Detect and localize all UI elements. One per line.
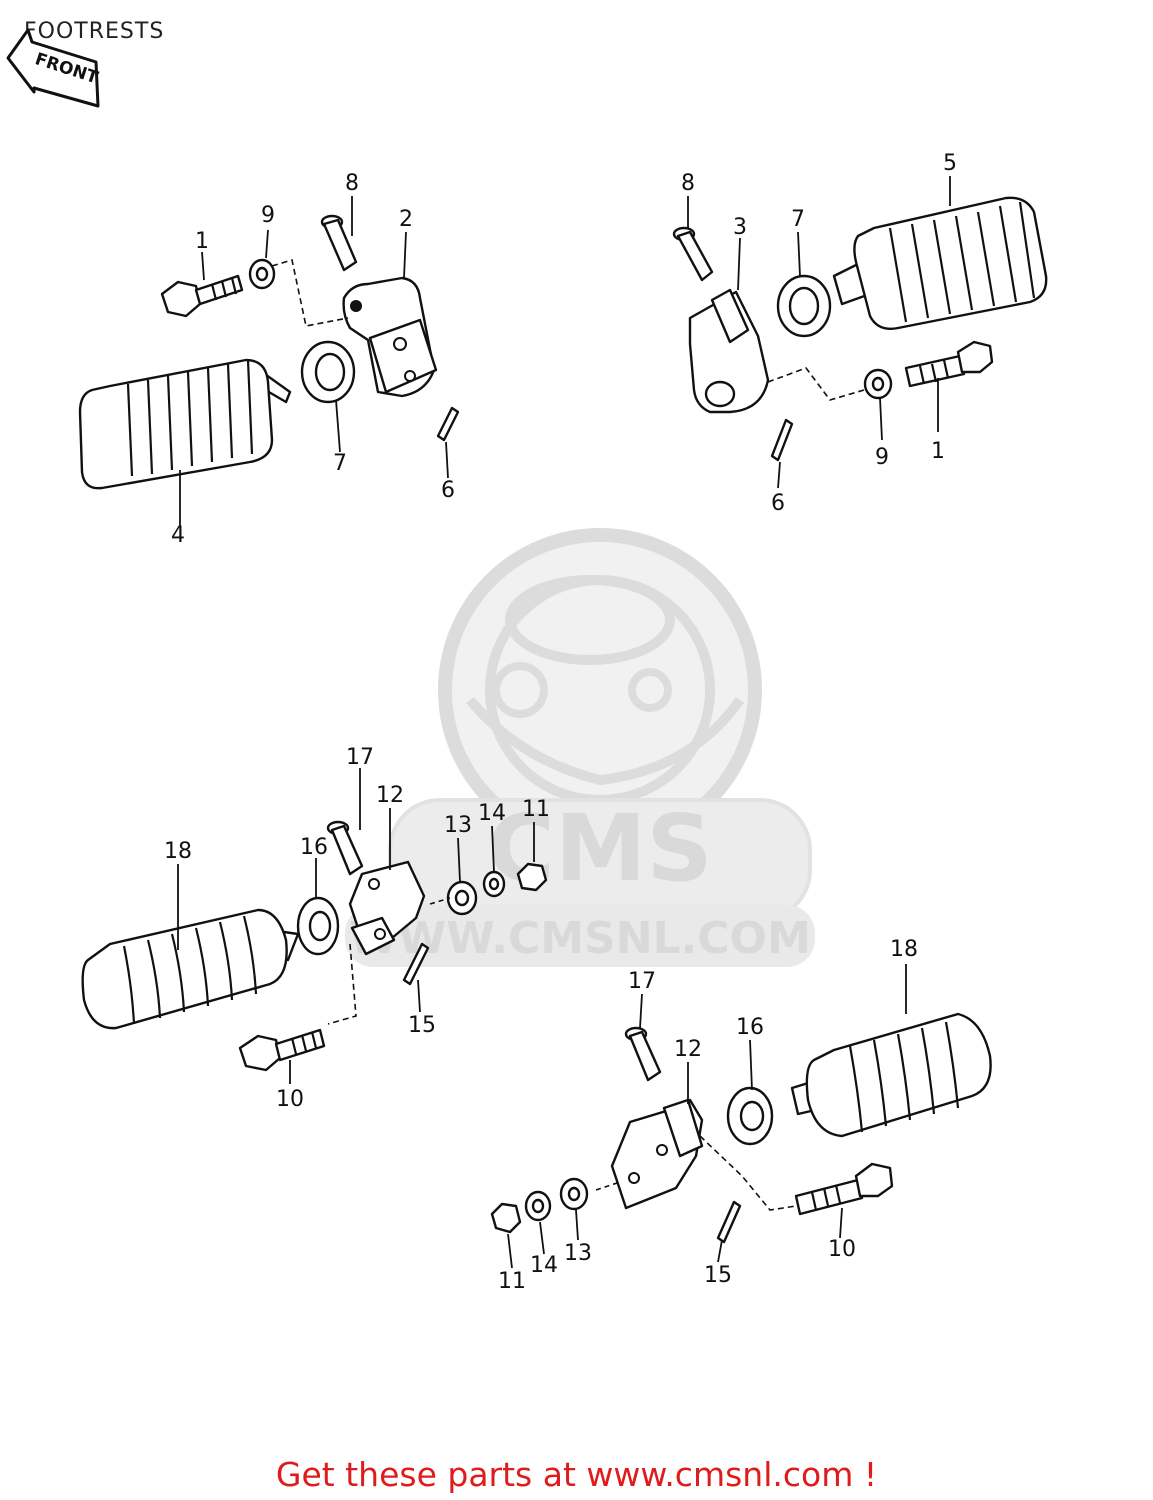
callout-number-11: 11 xyxy=(498,1269,526,1294)
footpeg-rubber-4 xyxy=(78,358,292,490)
callout-number-13: 13 xyxy=(444,813,472,838)
bracket-3 xyxy=(688,288,770,414)
footpeg-rubber-18-right xyxy=(790,1012,992,1138)
pin-8 xyxy=(320,214,358,272)
bracket-2 xyxy=(342,276,438,398)
callout-number-12: 12 xyxy=(376,783,404,808)
callout-number-7: 7 xyxy=(791,207,805,232)
bracket-12-right xyxy=(610,1098,704,1210)
bolt-1-right xyxy=(904,340,994,388)
upper-right-footrest-assembly: 8 3 7 5 9 1 6 xyxy=(672,151,1048,516)
callout-number-3: 3 xyxy=(733,215,747,240)
cotter-pin-6 xyxy=(436,406,460,442)
cotter-pin-6-right xyxy=(770,418,794,462)
callout-number-8: 8 xyxy=(345,171,359,196)
callout-number-17: 17 xyxy=(628,969,656,994)
lower-right-footrest-assembly: 17 12 18 16 11 14 13 15 10 xyxy=(490,937,992,1294)
callout-number-6: 6 xyxy=(441,478,455,503)
cotter-pin-15 xyxy=(402,942,430,986)
footer-cta[interactable]: Get these parts at www.cmsnl.com ! xyxy=(275,1455,878,1494)
callout-number-18: 18 xyxy=(890,937,918,962)
diagram-title: FOOTRESTS xyxy=(24,19,164,44)
callout-number-14: 14 xyxy=(478,801,506,826)
callout-number-14: 14 xyxy=(530,1253,558,1278)
callout-number-11: 11 xyxy=(522,797,550,822)
footpeg-rubber-5 xyxy=(832,196,1048,330)
callout-number-15: 15 xyxy=(408,1013,436,1038)
bracket-12 xyxy=(348,860,426,956)
pin-8-right xyxy=(672,226,714,282)
callout-number-1: 1 xyxy=(195,229,209,254)
cmsnl-watermark-logo: CMS WWW.CMSNL.COM xyxy=(345,528,815,967)
nut-11 xyxy=(516,862,548,892)
callout-number-16: 16 xyxy=(300,835,328,860)
callout-number-5: 5 xyxy=(943,151,957,176)
pin-17-right xyxy=(624,1026,662,1082)
callout-number-10: 10 xyxy=(828,1237,856,1262)
pin-17 xyxy=(326,820,364,876)
callout-number-8: 8 xyxy=(681,171,695,196)
callout-number-12: 12 xyxy=(674,1037,702,1062)
bolt-10 xyxy=(238,1028,326,1072)
callout-number-18: 18 xyxy=(164,839,192,864)
lower-left-footrest-assembly: 17 12 13 14 11 18 16 15 10 xyxy=(81,745,550,1112)
callout-number-9: 9 xyxy=(875,445,889,470)
callout-number-2: 2 xyxy=(399,207,413,232)
watermark-url: WWW.CMSNL.COM xyxy=(349,913,811,964)
callout-number-9: 9 xyxy=(261,203,275,228)
callout-number-17: 17 xyxy=(346,745,374,770)
upper-left-footrest-assembly: 1 9 8 2 7 4 6 xyxy=(78,171,460,548)
callout-number-10: 10 xyxy=(276,1087,304,1112)
footpeg-rubber-18 xyxy=(81,908,300,1030)
callout-number-1: 1 xyxy=(931,439,945,464)
callout-number-6: 6 xyxy=(771,491,785,516)
nut-11-right xyxy=(490,1202,522,1234)
cotter-pin-15-right xyxy=(716,1200,742,1244)
callout-number-13: 13 xyxy=(564,1241,592,1266)
bolt-10-right xyxy=(794,1162,894,1216)
bolt-1 xyxy=(160,274,244,318)
callout-number-7: 7 xyxy=(333,451,347,476)
callout-number-4: 4 xyxy=(171,523,185,548)
callout-number-15: 15 xyxy=(704,1263,732,1288)
callout-number-16: 16 xyxy=(736,1015,764,1040)
